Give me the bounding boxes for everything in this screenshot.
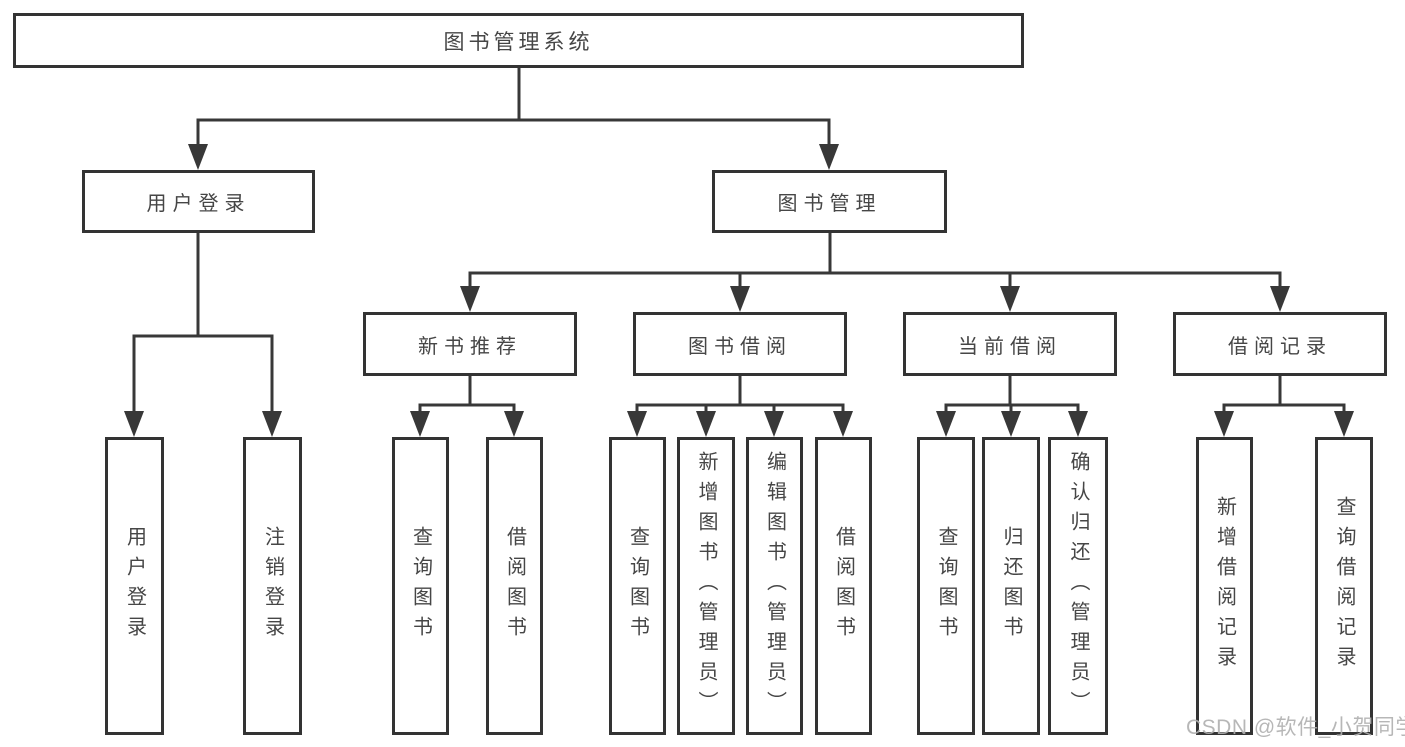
leaf-borrow-books-borrow: 借阅图书 [815,437,872,735]
leaf-label: 借阅图书 [503,526,526,646]
leaf-label: 查询图书 [935,526,957,646]
connector-borrow-record-branch [1222,374,1346,418]
node-label: 新书推荐 [418,335,522,358]
arrowheads [124,144,1354,437]
leaf-user-login: 用户登录 [105,437,164,735]
leaf-search-books-borrow: 查询图书 [609,437,666,735]
leaf-label: 归还图书 [1000,526,1022,646]
leaf-logout: 注销登录 [243,437,302,735]
leaf-borrow-books-recommend: 借阅图书 [486,437,543,735]
node-label: 图书管理系统 [443,30,594,54]
connector-book-borrow-branch [635,374,845,418]
connector-user-login-branch [132,231,274,418]
connector-book-management-branch [468,231,1282,293]
node-library-system: 图书管理系统 [13,13,1024,68]
csdn-watermark: CSDN @软件_小贺同学 [1186,716,1405,739]
leaf-label: 注销登录 [261,526,284,646]
leaf-label: 查询图书 [626,526,649,646]
connector-root-to-level2 [196,66,831,152]
node-borrowing-records: 借阅记录 [1173,312,1387,376]
node-label: 图书借阅 [688,335,792,358]
node-book-management: 图书管理 [712,170,947,233]
node-label: 图书管理 [777,193,882,215]
node-label: 当前借阅 [958,335,1062,358]
node-current-borrowing: 当前借阅 [903,312,1117,376]
leaf-label: 用户登录 [123,526,146,646]
leaf-add-book-admin: 新增图书（管理员） [677,437,735,735]
leaf-edit-book-admin: 编辑图书（管理员） [746,437,803,735]
leaf-label: 新增图书（管理员） [695,451,717,721]
leaf-label: 查询借阅记录 [1333,496,1355,676]
node-user-login: 用户登录 [82,170,315,233]
leaf-add-borrow-record: 新增借阅记录 [1196,437,1253,735]
leaf-confirm-return-admin: 确认归还（管理员） [1048,437,1108,735]
leaf-search-books-current: 查询图书 [917,437,975,735]
leaf-label: 查询图书 [409,526,432,646]
leaf-label: 借阅图书 [832,526,855,646]
leaf-return-books: 归还图书 [982,437,1040,735]
leaf-label: 确认归还（管理员） [1067,451,1089,721]
node-label: 用户登录 [146,193,251,215]
leaf-search-books-recommend: 查询图书 [392,437,449,735]
leaf-label: 编辑图书（管理员） [763,451,786,721]
node-label: 借阅记录 [1228,335,1332,358]
connector-current-borrow-branch [944,374,1080,418]
node-new-book-recommendation: 新书推荐 [363,312,577,376]
leaf-label: 新增借阅记录 [1213,496,1236,676]
node-book-borrowing: 图书借阅 [633,312,847,376]
connector-new-book-branch [418,374,516,418]
leaf-search-borrow-record: 查询借阅记录 [1315,437,1373,735]
